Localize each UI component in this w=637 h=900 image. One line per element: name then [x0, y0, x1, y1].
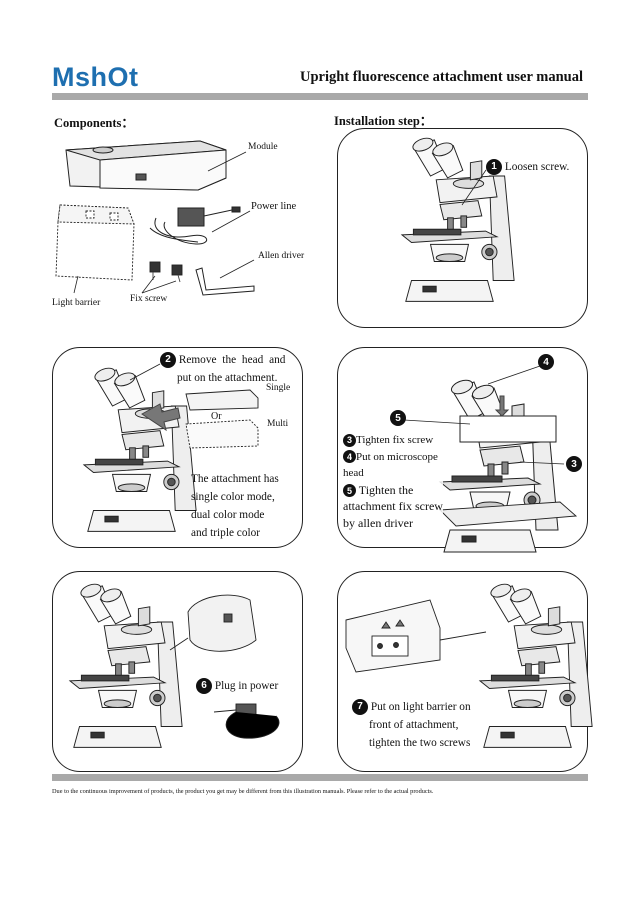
- step3-text: Tighten fix screw: [356, 434, 434, 446]
- label-fix-screw: Fix screw: [130, 294, 168, 304]
- callout-5: 5: [390, 410, 406, 426]
- step1-number: 1: [486, 159, 502, 176]
- label-power-line: Power line: [251, 201, 297, 212]
- brand-logo: MshOt: [52, 62, 139, 92]
- step4-text: Put on microscope: [356, 450, 438, 463]
- step7-line: Put on light barrier on: [370, 701, 471, 713]
- n3: 3: [343, 433, 356, 447]
- callout-3: 3: [566, 456, 582, 472]
- label-allen-driver: Allen driver: [258, 251, 305, 261]
- step5-text: Tighten the: [356, 482, 414, 497]
- note-line: single color mode,: [191, 491, 275, 503]
- label-single: Single: [266, 383, 291, 393]
- step1-label: Loosen screw.: [504, 161, 570, 173]
- fix-screw-image: [149, 261, 183, 283]
- step2-note: The attachment has single color mode, du…: [191, 470, 279, 542]
- step4-text-cont: head: [343, 467, 364, 479]
- components-heading: Components：: [54, 116, 134, 130]
- document-title: Upright fluorescence attachment user man…: [300, 69, 583, 85]
- step6-label: Plug in power: [214, 680, 279, 692]
- note-line: and triple color: [191, 527, 261, 539]
- header-rule: [52, 93, 588, 100]
- n5: 5: [343, 484, 356, 498]
- label-multi: Multi: [267, 419, 289, 429]
- callout-4: 4: [538, 354, 554, 370]
- step6-number: 6: [196, 678, 212, 695]
- power-line-image: [149, 206, 241, 245]
- module-image: [65, 140, 227, 191]
- step2-number: 2: [160, 352, 176, 369]
- step2-line1: 2 Remove the head and: [160, 351, 285, 369]
- step2-line2: put on the attachment.: [177, 372, 278, 384]
- step6-text: 6 Plug in power: [196, 677, 278, 695]
- note-line: The attachment has: [191, 473, 279, 485]
- footer-disclaimer: Due to the continuous improvement of pro…: [52, 788, 434, 795]
- label-light-barrier: Light barrier: [52, 298, 101, 308]
- step5-text-cont2: by allen driver: [343, 515, 413, 530]
- light-barrier-image: [55, 204, 135, 281]
- step7-line: front of attachment,: [369, 719, 459, 731]
- step1-text: 1 Loosen screw.: [486, 158, 569, 176]
- step7-number: 7: [352, 699, 368, 716]
- step7-line: tighten the two screws: [369, 737, 471, 749]
- label-module: Module: [248, 142, 278, 152]
- step5-text-cont1: attachment fix screw: [343, 499, 443, 513]
- installation-heading: Installation step：: [334, 114, 433, 128]
- note-line: dual color mode: [191, 509, 265, 521]
- step2-text-line1: Remove the head and: [178, 354, 286, 366]
- allen-driver-image: [195, 267, 255, 296]
- footer-rule: [52, 774, 588, 781]
- step7-text: 7 Put on light barrier on front of attac…: [352, 698, 471, 752]
- label-or: Or: [211, 411, 222, 422]
- n4: 4: [343, 450, 356, 464]
